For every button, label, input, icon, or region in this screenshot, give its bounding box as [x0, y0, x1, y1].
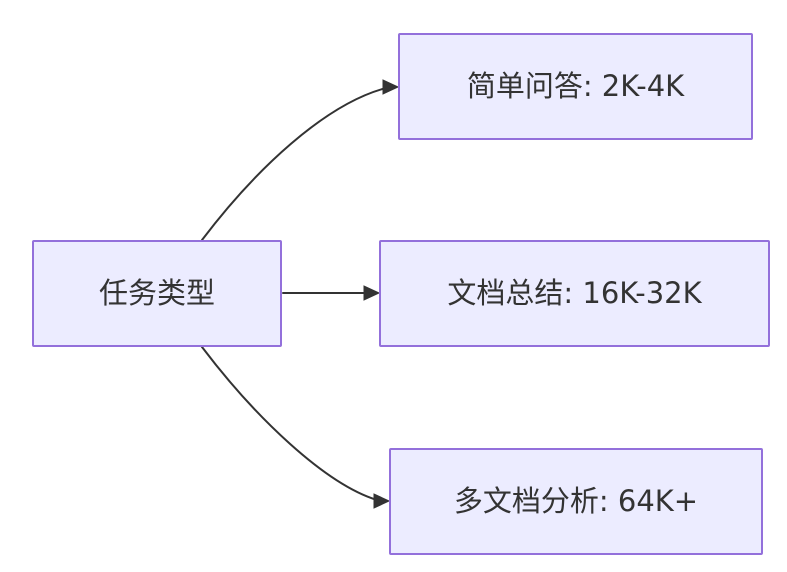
node-simple-qa: 简单问答: 2K-4K — [398, 33, 753, 140]
node-multi-doc-label: 多文档分析: 64K+ — [453, 484, 699, 518]
arrowhead-simple-qa — [382, 79, 400, 95]
node-doc-summary: 文档总结: 16K-32K — [379, 240, 770, 347]
edge-task-type-to-doc-summary — [282, 285, 381, 301]
node-multi-doc: 多文档分析: 64K+ — [389, 448, 763, 555]
arrowhead-doc-summary — [363, 285, 381, 301]
node-task-type-label: 任务类型 — [98, 276, 215, 310]
node-task-type: 任务类型 — [32, 240, 282, 347]
edge-task-type-to-simple-qa — [201, 79, 400, 241]
node-simple-qa-label: 简单问答: 2K-4K — [466, 69, 685, 103]
edge-task-type-to-multi-doc — [201, 346, 391, 509]
node-doc-summary-label: 文档总结: 16K-32K — [447, 276, 702, 310]
arrowhead-multi-doc — [373, 493, 391, 509]
